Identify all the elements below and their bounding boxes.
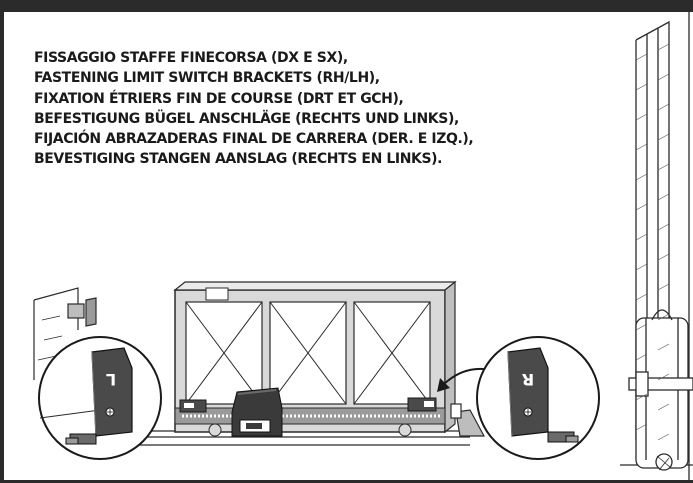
rack-bracket-left xyxy=(179,399,207,413)
left-bracket-letter: L xyxy=(106,370,116,389)
left-wall xyxy=(33,287,97,380)
caption-line-it: FISSAGGIO STAFFE FINECORSA (DX E SX), xyxy=(34,50,348,66)
right-bracket-letter: R xyxy=(522,370,534,389)
left-bracket-detail: L xyxy=(38,336,162,460)
instruction-caption: FISSAGGIO STAFFE FINECORSA (DX E SX), FA… xyxy=(34,48,594,170)
right-bracket-detail: R xyxy=(476,336,600,460)
caption-line-nl: BEVESTIGING STANGEN AANSLAG (RECHTS EN L… xyxy=(34,151,443,168)
gate-motor xyxy=(231,387,283,437)
side-hatching xyxy=(635,43,670,441)
caption-line-en: FASTENING LIMIT SWITCH BRACKETS (RH/LH), xyxy=(34,70,380,87)
caption-line-es: FIJACIÓN ABRAZADERAS FINAL DE CARRERA (D… xyxy=(34,131,474,148)
sliding-gate xyxy=(173,280,457,437)
caption-line-de: BEFESTIGUNG BÜGEL ANSCHLÄGE (RECHTS UND … xyxy=(34,110,459,127)
gate-side-section xyxy=(620,12,693,483)
caption-line-fr: FIXATION ÉTRIERS FIN DE COURSE (DRT ET G… xyxy=(34,90,404,107)
right-post xyxy=(450,403,486,437)
rack-bracket-right xyxy=(407,397,437,412)
